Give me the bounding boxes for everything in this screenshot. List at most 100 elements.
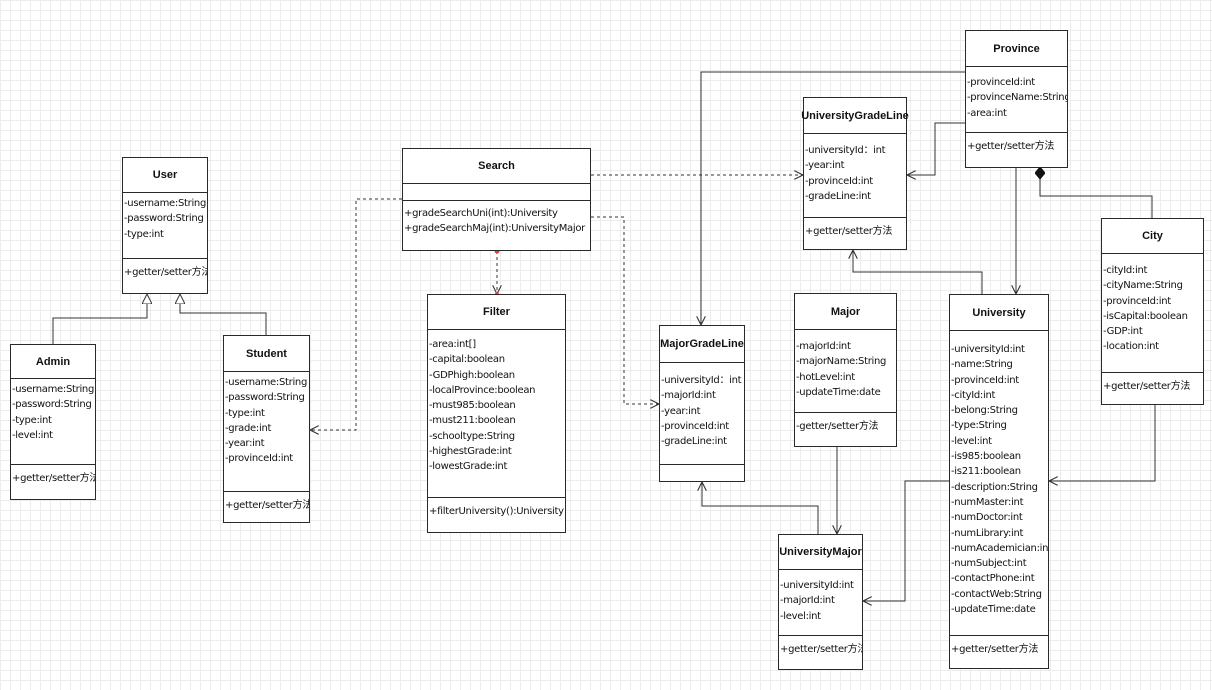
class-filter[interactable]: Filter -area:int[]-capital:boolean-GDPhi… [427, 294, 566, 533]
class-user-name: User [123, 158, 207, 193]
class-filter-attribute-line: -schooltype:String [429, 430, 515, 442]
class-university-attribute-line: -is985:boolean [951, 451, 1021, 463]
class-university-attribute-line: -belong:String [951, 405, 1018, 417]
class-university-major[interactable]: UniversityMajor -universityId:int -majorI… [778, 534, 863, 670]
class-major-grade-line-name: MajorGradeLine [660, 326, 744, 363]
class-university-attribute-line: -numLibrary:int [951, 527, 1024, 539]
class-university-attribute-line: -level:int [951, 435, 992, 447]
class-student-attribute-line: -password:String [225, 392, 305, 404]
class-user-attributes: -username:String-password:String-type:in… [123, 193, 207, 259]
class-university-attribute-line: -provinceId:int [951, 374, 1019, 386]
class-major-attribute-line: -hotLevel:int [796, 371, 855, 383]
search-student-dependency [310, 198, 402, 430]
class-filter-operation-line: +filterUniversity():University [429, 506, 564, 517]
class-filter-attribute-line: -area:int[] [429, 339, 476, 350]
class-search-operations: +gradeSearchUni(int):University+gradeSea… [403, 201, 590, 250]
class-filter-name: Filter [428, 295, 565, 330]
class-major-operations: -getter/setter方法 [795, 413, 896, 446]
class-admin[interactable]: Admin -username:String -password:String -t… [10, 344, 96, 500]
class-search[interactable]: Search +gradeSearchUni(int):University+g… [402, 148, 591, 251]
province-city-composition [1040, 167, 1153, 218]
class-major-grade-line-attribute-line: -provinceId:int [661, 420, 729, 432]
class-admin-attribute-line: -username:String [12, 384, 95, 395]
student-user-generalization [180, 294, 267, 335]
class-major-operation-line: -getter/setter方法 [796, 421, 879, 432]
class-university-operations: +getter/setter方法 [950, 636, 1048, 668]
class-university-attribute-line: -updateTime:date [951, 604, 1036, 616]
class-major-grade-line-attributes: -universityId：int-majorId:int-year:int-p… [660, 363, 744, 465]
class-major-grade-line-attribute-line: -year:int [661, 405, 701, 417]
class-student-attribute-line: -type:int [225, 407, 265, 419]
class-student-attribute-line: -username:String [225, 377, 308, 388]
class-university-grade-line[interactable]: UniversityGradeLine -universityId：int -ye… [801, 97, 909, 250]
class-university-major-name: UniversityMajor [779, 535, 862, 570]
class-city[interactable]: City -cityId:int-cityName:String-provinc… [1101, 218, 1204, 405]
class-student-name: Student [224, 336, 309, 372]
class-filter-attribute-line: -highestGrade:int [429, 446, 512, 458]
class-province-attribute-line: -provinceName:String [967, 92, 1067, 104]
class-admin-attribute-line: -password:String [12, 399, 92, 411]
class-university-grade-line-name: UniversityGradeLine [801, 98, 909, 134]
class-province[interactable]: Province -provinceId:int-provinceName:St… [965, 30, 1068, 168]
class-university-major-attributes: -universityId:int -majorId:int -level:int [779, 570, 862, 636]
universitymajor-majorgradeline-association [702, 482, 819, 534]
admin-user-generalization [52, 294, 147, 344]
university-unigradeline-association [853, 250, 983, 294]
class-university-attribute-line: -contactWeb:String [951, 588, 1042, 600]
class-university-attributes: -universityId:int-name:String-provinceId… [950, 331, 1048, 636]
class-admin-attribute-line: -level:int [12, 429, 53, 441]
class-city-attribute-line: -provinceId:int [1103, 295, 1171, 307]
class-user-operations: +getter/setter方法 [123, 259, 207, 293]
class-user[interactable]: User -username:String-password:String-ty… [122, 157, 208, 294]
search-majorgradeline-dependency [591, 216, 659, 404]
class-university-attribute-line: -is211:boolean [951, 466, 1021, 478]
class-filter-attribute-line: -GDPhigh:boolean [429, 369, 515, 381]
class-university-major-attribute-line: -universityId:int [780, 580, 854, 591]
class-student-attributes: -username:String -password:String -type:in… [224, 372, 309, 492]
class-university-attribute-line: -type:String [951, 420, 1007, 432]
class-university-grade-line-operation-line: +getter/setter方法 [805, 226, 893, 237]
class-student-attribute-line: -year:int [225, 438, 265, 450]
class-admin-name: Admin [11, 345, 95, 379]
university-universitymajor-association [863, 480, 949, 601]
class-admin-operation-line: +getter/setter方法 [12, 473, 95, 484]
class-university-grade-line-operations: +getter/setter方法 [804, 218, 906, 249]
province-majorgradeline-association [701, 71, 965, 325]
class-city-operations: +getter/setter方法 [1102, 373, 1203, 404]
class-major-attribute-line: -updateTime:date [796, 386, 881, 398]
class-university-major-operations: +getter/setter方法 [779, 636, 862, 669]
class-major[interactable]: Major -majorId:int-majorName:String-hotL… [794, 293, 897, 447]
class-student[interactable]: Student -username:String -password:String… [223, 335, 310, 523]
class-admin-attributes: -username:String -password:String -type:in… [11, 379, 95, 465]
class-city-operation-line: +getter/setter方法 [1103, 381, 1191, 392]
class-university-attribute-line: -numMaster:int [951, 496, 1024, 508]
class-filter-attributes: -area:int[]-capital:boolean-GDPhigh:bool… [428, 330, 565, 498]
class-university-major-attribute-line: -majorId:int [780, 595, 835, 607]
class-student-attribute-line: -grade:int [225, 422, 272, 434]
class-search-name: Search [403, 149, 590, 184]
class-university-attribute-line: -numDoctor:int [951, 512, 1023, 524]
class-university-operation-line: +getter/setter方法 [951, 644, 1039, 655]
class-filter-attribute-line: -localProvince:boolean [429, 384, 536, 396]
class-university[interactable]: University -universityId:int-name:String… [949, 294, 1049, 669]
class-province-attributes: -provinceId:int-provinceName:String-area… [966, 67, 1067, 133]
class-city-attribute-line: -isCapital:boolean [1103, 310, 1188, 322]
class-university-major-attribute-line: -level:int [780, 610, 821, 622]
class-user-attribute-line: -username:String [124, 198, 207, 209]
class-university-attribute-line: -numSubject:int [951, 558, 1027, 570]
class-student-attribute-line: -provinceId:int [225, 453, 293, 465]
class-province-attribute-line: -area:int [967, 107, 1007, 119]
class-filter-operations: +filterUniversity():University [428, 498, 565, 532]
class-university-grade-line-attribute-line: -year:int [805, 160, 845, 172]
class-admin-attribute-line: -type:int [12, 414, 52, 426]
class-university-grade-line-attribute-line: -universityId：int [805, 145, 886, 156]
city-university-association [1049, 405, 1156, 481]
class-university-grade-line-attribute-line: -gradeLine:int [805, 190, 871, 202]
class-city-attribute-line: -location:int [1103, 341, 1159, 353]
class-major-grade-line[interactable]: MajorGradeLine -universityId：int-majorId… [659, 325, 745, 482]
class-university-attribute-line: -contactPhone:int [951, 573, 1035, 585]
class-city-attributes: -cityId:int-cityName:String-provinceId:i… [1102, 254, 1203, 373]
class-city-attribute-line: -cityId:int [1103, 265, 1148, 276]
class-city-attribute-line: -GDP:int [1103, 326, 1143, 338]
